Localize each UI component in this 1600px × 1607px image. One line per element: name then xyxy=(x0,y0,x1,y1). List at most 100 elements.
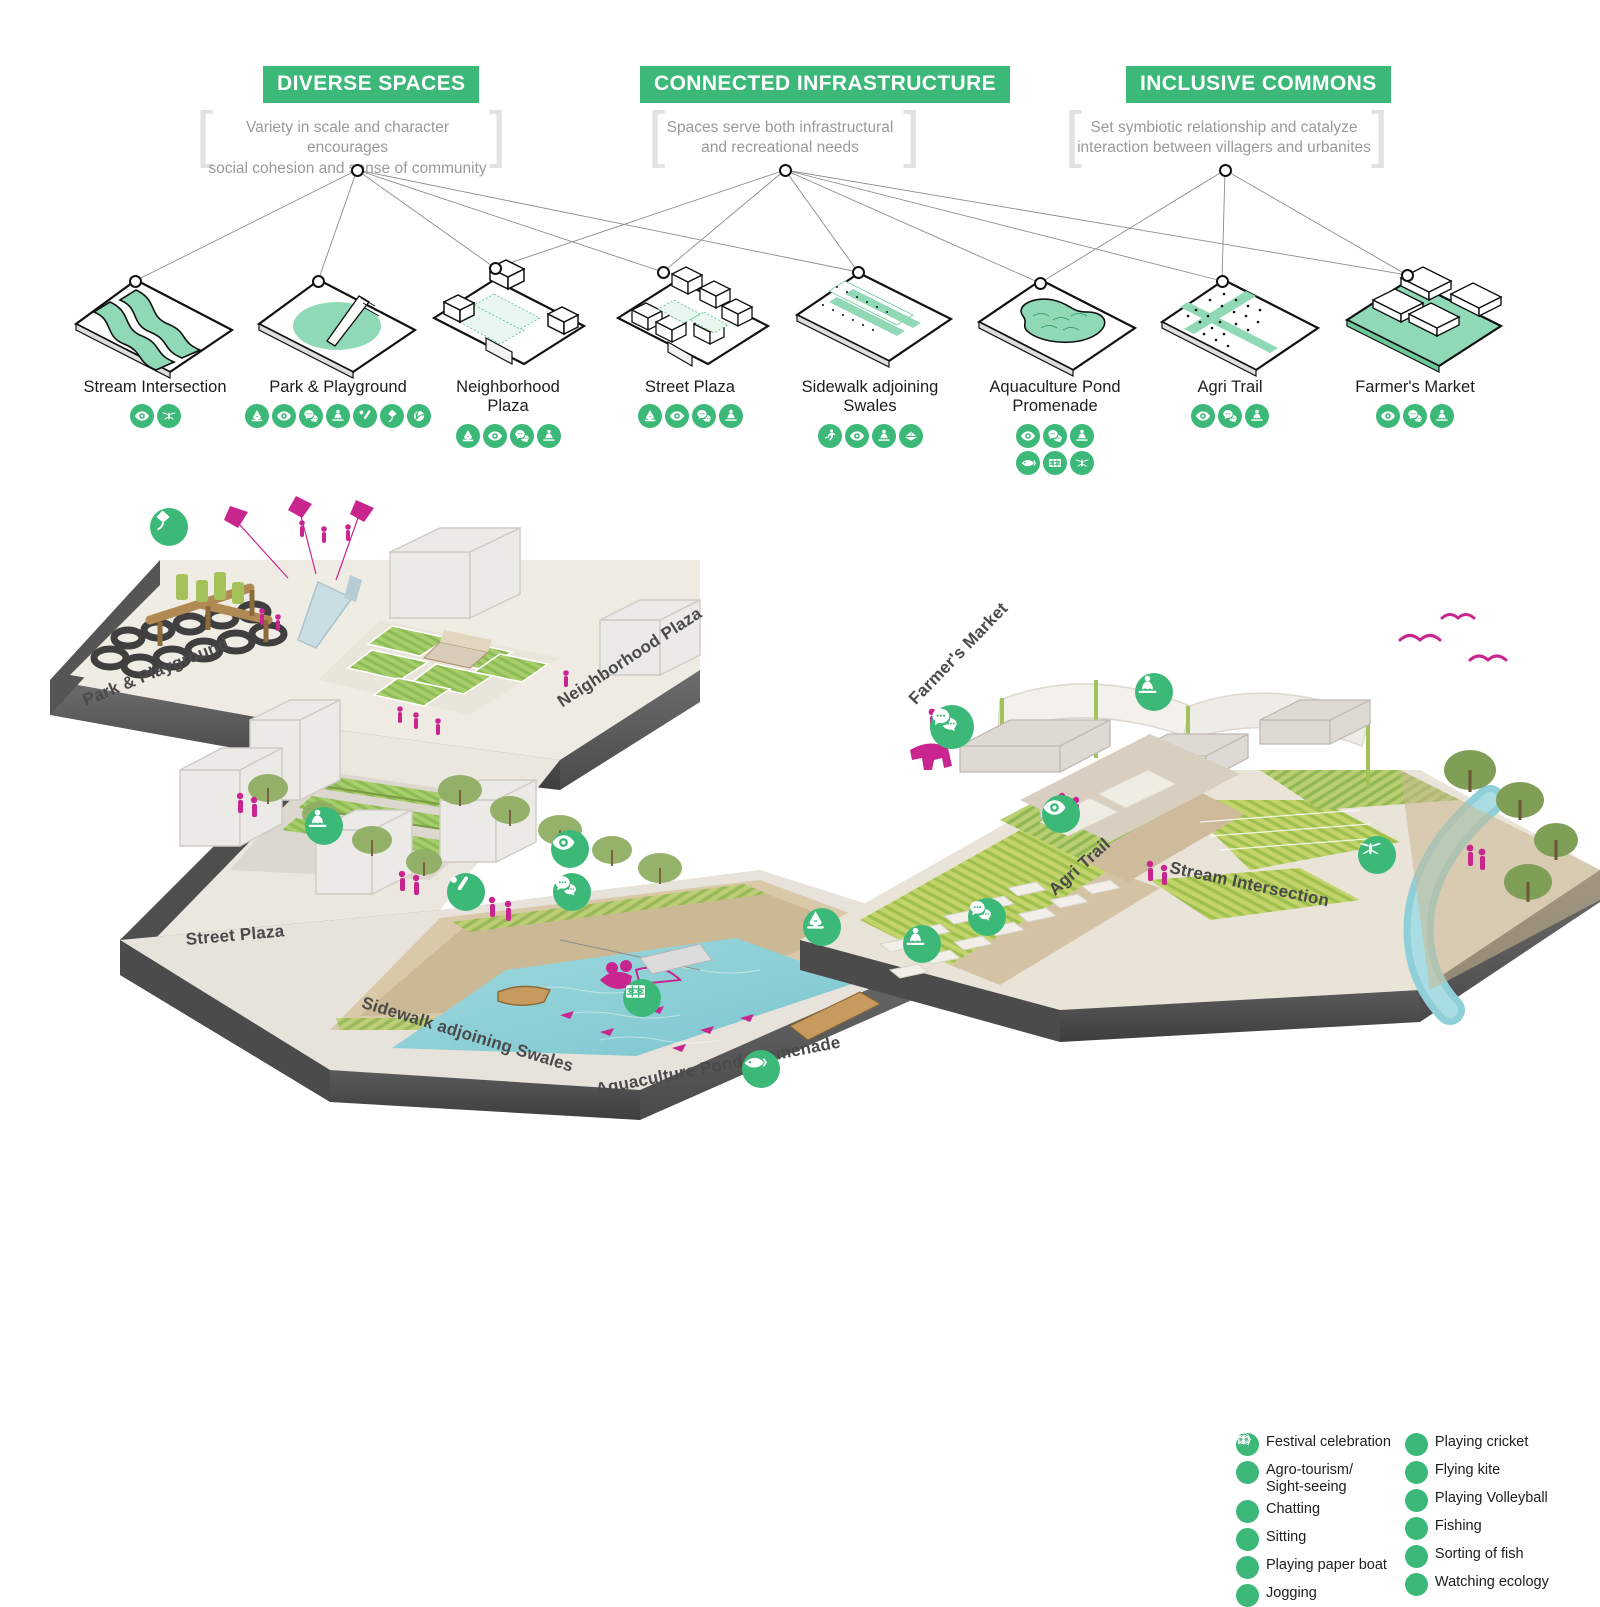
map-marker-sitting-2[interactable] xyxy=(305,807,343,845)
legend-item: Sorting of fish xyxy=(1237,1435,1549,1568)
map-marker-watching-ecology[interactable] xyxy=(1358,836,1396,874)
legend-item-label: Watching ecology xyxy=(1434,1574,1549,1590)
tile-street-plaza xyxy=(608,262,778,382)
tile-node-farmers-market xyxy=(1401,269,1414,282)
legend-item-label: Agro-tourism/ Sight-seeing xyxy=(1266,1462,1354,1495)
group-title-inclusive-commons: INCLUSIVE COMMONS xyxy=(1126,66,1391,103)
activity-icons xyxy=(1012,423,1098,475)
chatting-icon xyxy=(1218,404,1242,429)
legend-item: Festival celebration xyxy=(1236,1432,1391,1456)
legend-item: Playing paper boat xyxy=(1236,1435,1391,1580)
map-marker-kite[interactable] xyxy=(150,508,188,546)
group-desc-inclusive-commons: Set symbiotic relationship and catalyze … xyxy=(1077,119,1371,157)
legend-item-label: Festival celebration xyxy=(1266,1434,1391,1450)
sorting-fish-icon xyxy=(1237,1435,1428,1568)
activity-icons xyxy=(55,404,255,429)
typology-farmers-market: Farmer's Market xyxy=(1315,378,1515,429)
sight-seeing-icon xyxy=(1016,423,1040,448)
tile-park-playground xyxy=(253,272,423,392)
typology-label: Stream Intersection xyxy=(83,378,227,396)
sitting-icon xyxy=(536,423,561,448)
map-marker-sitting[interactable] xyxy=(1135,673,1173,711)
bracket-right-1: ] xyxy=(489,100,507,169)
typology-label: Aquaculture Pond Promenade xyxy=(989,378,1121,416)
typology-street-plaza: Street Plaza xyxy=(590,378,790,429)
tile-node-agri-trail xyxy=(1216,275,1229,288)
tile-node-street-plaza xyxy=(657,266,670,279)
group-desc-connected-infrastructure: Spaces serve both infrastructural and re… xyxy=(666,119,894,157)
activity-icons xyxy=(590,404,790,429)
typology-label: Park & Playground xyxy=(269,378,407,396)
tile-node-stream-intersection xyxy=(129,275,142,288)
activity-icons xyxy=(770,423,970,448)
hub-node-diverse-spaces xyxy=(351,164,364,177)
typology-label: Agri Trail xyxy=(1197,378,1263,396)
map-marker-sight-seeing[interactable] xyxy=(1042,795,1080,833)
hub-node-inclusive-commons xyxy=(1219,164,1232,177)
legend-item-label: Playing paper boat xyxy=(1266,1557,1387,1574)
legend-item: Playing cricket xyxy=(1238,1432,1549,1456)
legend-item-label: Jogging xyxy=(1266,1585,1317,1602)
tile-stream-intersection xyxy=(70,272,240,392)
legend-item-label: Playing cricket xyxy=(1434,1434,1529,1450)
map-marker-sorting-fish[interactable] xyxy=(623,979,661,1017)
festival-icon xyxy=(637,404,662,429)
sight-seeing-icon xyxy=(1376,404,1400,429)
legend-item-label: Sorting of fish xyxy=(1434,1546,1524,1562)
watching-ecology-icon xyxy=(1070,450,1094,475)
sitting-icon xyxy=(1245,404,1269,429)
typology-stream-intersection: Stream Intersection xyxy=(55,378,255,429)
chatting-icon xyxy=(691,404,716,429)
group-title-connected-infrastructure: CONNECTED INFRASTRUCTURE xyxy=(640,66,1011,103)
sight-seeing-icon xyxy=(272,404,296,429)
legend-item: Agro-tourism/ Sight-seeing xyxy=(1236,1435,1391,1495)
legend-item-label: Fishing xyxy=(1434,1518,1482,1534)
sitting-icon xyxy=(871,423,896,448)
map-marker-sitting-3[interactable] xyxy=(903,925,941,963)
legend-item: Flying kite xyxy=(1239,1433,1549,1484)
hub-node-connected-infrastructure xyxy=(779,164,792,177)
sorting-fish-icon xyxy=(1043,450,1067,475)
legend-item-label: Flying kite xyxy=(1434,1462,1501,1478)
festival-icon xyxy=(245,404,269,429)
map-marker-chatting-3[interactable] xyxy=(968,898,1006,936)
sight-seeing-icon xyxy=(1191,404,1215,429)
map-marker-chatting-2[interactable] xyxy=(553,873,591,911)
chatting-icon xyxy=(509,423,534,448)
tile-farmers-market xyxy=(1343,266,1513,386)
sight-seeing-icon xyxy=(482,423,507,448)
legend-item: Fishing xyxy=(1237,1436,1549,1540)
concept-band: DIVERSE SPACES [ ] Variety in scale and … xyxy=(0,0,1600,500)
activity-icons xyxy=(408,423,608,448)
map-marker-fishing[interactable] xyxy=(742,1050,780,1088)
legend-item: Jogging xyxy=(1236,1433,1391,1607)
bracket-left-1: [ xyxy=(196,100,214,169)
sitting-icon xyxy=(1070,423,1094,448)
tile-node-sidewalk-swales xyxy=(852,266,865,279)
paper-boat-icon xyxy=(1236,1435,1259,1580)
sight-seeing-icon xyxy=(1236,1435,1259,1484)
chatting-icon xyxy=(1403,404,1427,429)
legend-item-label: Chatting xyxy=(1266,1501,1321,1518)
map-marker-sight-seeing-2[interactable] xyxy=(551,830,589,868)
masterplan-drawing xyxy=(50,496,1600,1120)
tile-agri-trail xyxy=(1158,272,1328,392)
jogging-icon xyxy=(817,423,842,448)
axonometric-masterplan: Park & Playground Neighborhood Plaza Str… xyxy=(0,470,1600,1607)
typology-neighborhood-plaza: Neighborhood Plaza xyxy=(408,378,608,448)
tile-node-park-playground xyxy=(312,275,325,288)
typology-label: Farmer's Market xyxy=(1355,378,1475,396)
map-marker-chatting[interactable] xyxy=(930,705,974,749)
typology-agri-trail: Agri Trail xyxy=(1130,378,1330,429)
legend-item-label: Sitting xyxy=(1266,1529,1307,1546)
map-marker-cricket[interactable] xyxy=(447,873,485,911)
tile-aquaculture-pond xyxy=(975,272,1145,392)
activity-icons xyxy=(1130,404,1330,429)
map-marker-festival[interactable] xyxy=(803,908,841,946)
paper-boat-icon xyxy=(898,423,923,448)
bracket-left-3: [ xyxy=(1065,100,1083,169)
tile-sidewalk-swales xyxy=(793,265,963,385)
sight-seeing-icon xyxy=(664,404,689,429)
chatting-icon xyxy=(1236,1433,1259,1524)
